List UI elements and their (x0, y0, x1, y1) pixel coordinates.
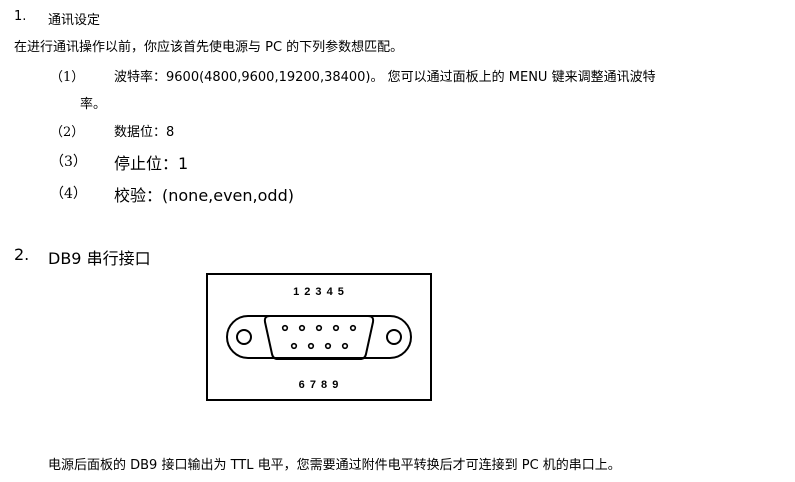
pin-1 (281, 324, 289, 332)
pin-5 (349, 324, 357, 332)
section2-number: 2. (14, 245, 30, 264)
diagram-frame (206, 273, 432, 401)
pin-holes (281, 324, 357, 350)
section1-heading: 通讯设定 (48, 13, 101, 28)
pin-8 (324, 342, 332, 350)
db9-connector-diagram: 1 2 3 4 5 6 7 8 9 (206, 273, 432, 401)
ttl-note: 电源后面板的 DB9 接口输出为 TTL 电平，您需要通过附件电平转换后才可连接… (48, 458, 621, 473)
item3-text: 停止位：1 (114, 154, 189, 173)
pin-9 (341, 342, 349, 350)
item4-number: （4） (50, 186, 87, 202)
right-mounting-hole (386, 329, 402, 345)
item1-continuation: 率。 (80, 97, 107, 112)
item4-text: 校验：(none,even,odd) (114, 186, 294, 205)
item1-text: 波特率：9600(4800,9600,19200,38400)。 您可以通过面板… (114, 70, 656, 85)
d-shell (263, 315, 375, 360)
connector-flange (226, 315, 412, 359)
pin-3 (315, 324, 323, 332)
top-pin-labels: 1 2 3 4 5 (293, 286, 345, 298)
section1-number: 1. (14, 9, 27, 24)
intro-paragraph: 在进行通讯操作以前，你应该首先使电源与 PC 的下列参数想匹配。 (14, 40, 404, 55)
section2-heading: DB9 串行接口 (48, 249, 151, 268)
left-mounting-hole (236, 329, 252, 345)
pin-2 (298, 324, 306, 332)
pin-6 (290, 342, 298, 350)
item2-text: 数据位：8 (114, 125, 175, 140)
item3-number: （3） (50, 154, 87, 170)
item1-number: （1） (50, 70, 85, 85)
item2-number: （2） (50, 125, 85, 140)
pin-4 (332, 324, 340, 332)
bottom-pin-labels: 6 7 8 9 (299, 379, 340, 391)
pin-7 (307, 342, 315, 350)
